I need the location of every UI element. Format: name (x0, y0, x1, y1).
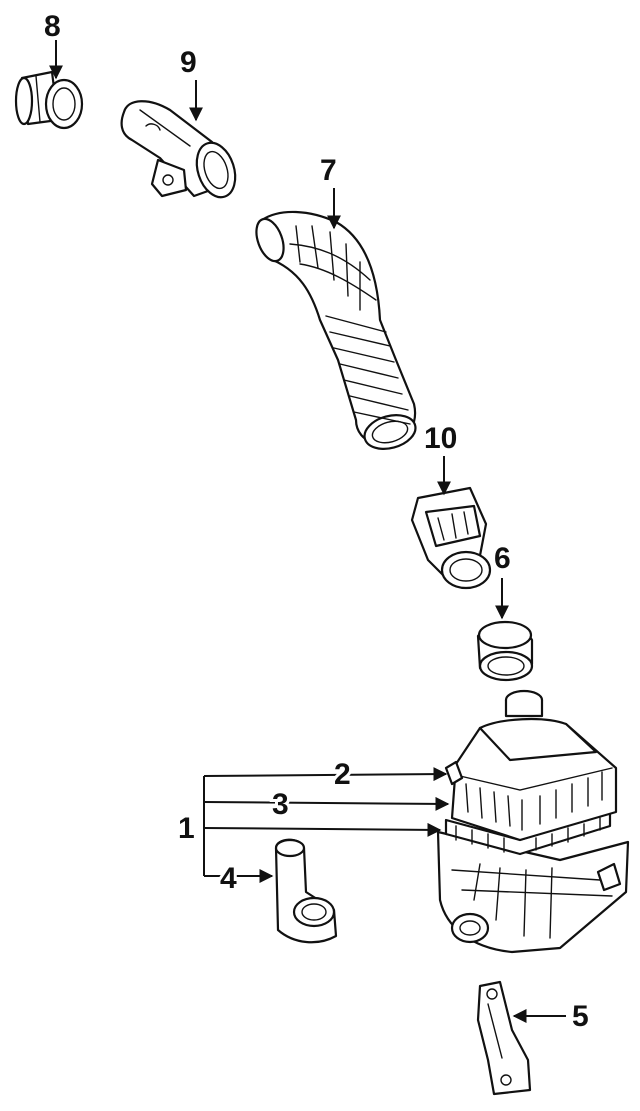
part-6-sleeve (476, 620, 534, 682)
leader-3 (203, 796, 450, 811)
part-1-air-cleaner-assembly (436, 689, 630, 954)
part-8-coupling (14, 70, 84, 130)
callout-1: 1 (178, 812, 195, 845)
part-5-bracket (476, 980, 532, 1096)
callout-3: 3 (272, 788, 289, 821)
callout-10: 10 (424, 422, 457, 455)
callout-4: 4 (220, 862, 237, 895)
part-10-airflow-sensor (410, 486, 492, 590)
callout-8: 8 (44, 10, 61, 43)
callout-7: 7 (320, 154, 337, 187)
callout-5: 5 (572, 1000, 589, 1033)
leader-1 (203, 822, 442, 837)
part-4-elbow-duct (274, 838, 338, 944)
callout-2: 2 (334, 758, 351, 791)
callout-6: 6 (494, 542, 511, 575)
part-7-air-hose (255, 210, 417, 450)
callout-9: 9 (180, 46, 197, 79)
leader-2 (203, 767, 448, 782)
part-9-intake-pipe (120, 100, 237, 199)
